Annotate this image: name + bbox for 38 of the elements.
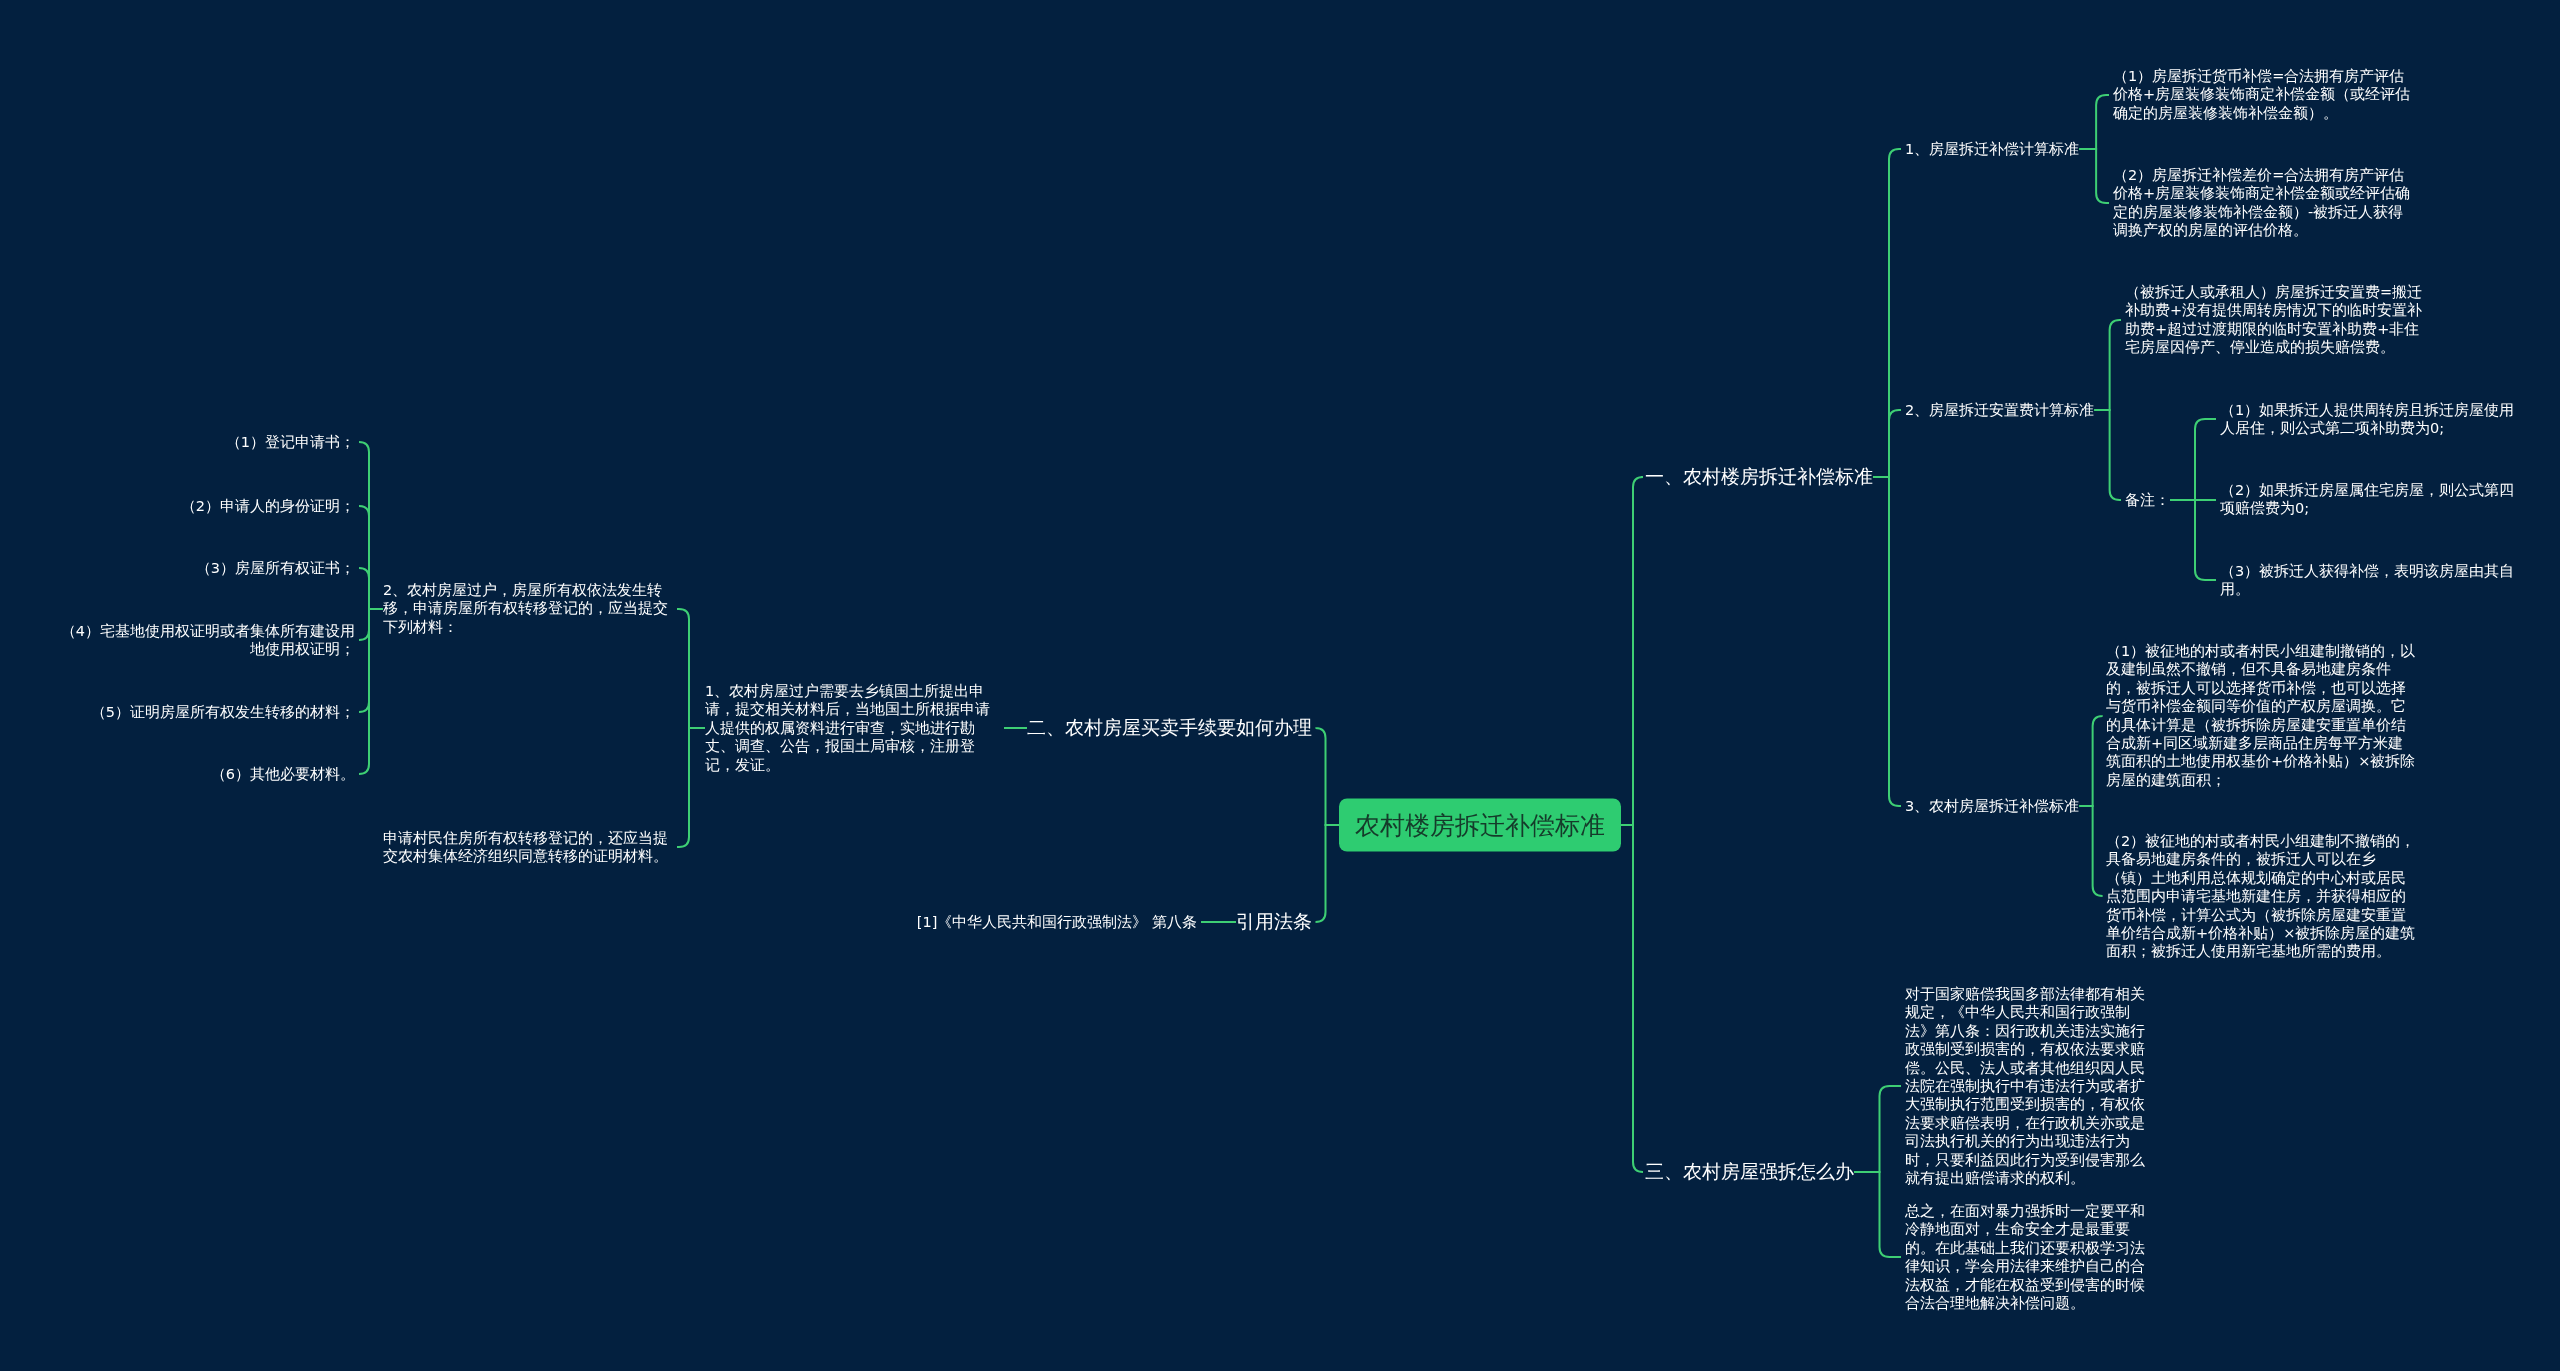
topic-text: 备注： [2125,490,2170,510]
topic-text: （1）如果拆迁人提供周转房且拆迁房屋使用人居住，则公式第二项补助费为0; [2220,400,2520,438]
topic-text: （3）房屋所有权证书； [55,558,355,578]
branch-topic: 一、农村楼房拆迁补偿标准 [1645,465,1873,489]
topic-text: （1）登记申请书； [55,432,355,452]
connector-line [2093,409,2122,501]
topic-text: （被拆迁人或承租人）房屋拆迁安置费=搬迁补助费+没有提供周转房情况下的临时安置补助费+超过过渡期限的临时安置补助费+非住宅房屋因停产、停业造成的损失赔偿费。 [2125,283,2425,357]
topic-text: 对于国家赔偿我国多部法律都有相关规定，《中华人民共和国行政强制法》第八条：因行政机关违法实施行政强制受到损害的，有权依法要求赔偿。公民、法人或者其他组织因人民法院在强制执行中有违法行为或者扩大强制执行范围受到损害的，有权依法要求赔偿表明，在行政机关亦或是司法执行机关的行为出现违法行为时，只要利益因此行为受到侵害那么就有提出赔偿请求的权利。 [1905,984,2155,1188]
connector-line [1200,921,1237,923]
connector-line [1003,727,1028,729]
topic-text: 1、房屋拆迁补偿计算标准 [1905,139,2080,159]
topic-text: （5）证明房屋所有权发生转移的材料； [55,702,355,722]
connector-line [676,727,706,848]
connector-line [1872,476,1902,807]
topic-text: （6）其他必要材料。 [55,764,355,784]
root-topic-box: 农村楼房拆迁补偿标准 [1339,798,1621,852]
topic-text: （2）申请人的身份证明； [55,496,355,516]
topic-text: （2）房屋拆迁补偿差价=合法拥有房产评估价格+房屋装修装饰商定补偿金额或经评估确定的房屋装修装饰补偿金额）-被拆迁人获得调换产权的房屋的评估价格。 [2113,166,2413,240]
topic-text: （1）被征地的村或者村民小组建制撤销的，以及建制虽然不撤销，但不具备易地建房条件的，被拆迁人可以选择货币补偿，也可以选择与货币补偿金额同等价值的产权房屋调换。它的具体计算是（被拆拆除房屋建安重置单价结合成新+同区域新建多层商品住房每平方米建筑面积的土地使用权基价+价格补贴）×被拆除房屋的建筑面积； [2106,642,2416,790]
topic-text: （4）宅基地使用权证明或者集体所有建设用地使用权证明； [55,621,355,659]
topic-text: 1、农村房屋过户需要去乡镇国土所提出申请，提交相关材料后，当地国土所根据申请人提供的权属资料进行审查，实地进行勘丈、调查、公告，报国土局审核，注册登记，发证。 [705,682,1000,774]
branch-topic: 引用法条 [1236,910,1312,934]
topic-text: （2）被征地的村或者村民小组建制不撤销的，具备易地建房条件的，被拆迁人可以在乡（镇）土地利用总体规划确定的中心村或居民点范围内申请宅基地新建住房，并获得相应的货币补偿，计算公式为（被拆除房屋建安重置单价结合成新+价格补贴）×被拆除房屋的建筑面积；被拆迁人使用新宅基地所需的费用。 [2106,831,2416,961]
connector-line [1620,824,1644,1173]
topic-text: （3）被拆迁人获得补偿，表明该房屋由其自用。 [2220,561,2520,599]
topic-text: [1]《中华人民共和国行政强制法》 第八条 [916,912,1197,932]
branch-topic: 二、农村房屋买卖手续要如何办理 [1027,716,1312,740]
connector-line [2078,148,2110,204]
topic-text: 总之，在面对暴力强拆时一定要平和冷静地面对，生命安全才是最重要的。在此基础上我们还要积极学习法律知识，学会用法律来维护自己的合法权益，才能在权益受到侵害的时候合法合理地解决补偿问题。 [1905,1201,2155,1313]
topic-text: （2）如果拆迁房屋属住宅房屋，则公式第四项赔偿费为0; [2220,480,2520,518]
branch-topic: 三、农村房屋强拆怎么办 [1645,1160,1854,1184]
topic-text: 2、房屋拆迁安置费计算标准 [1905,400,2095,420]
connector-line [1314,824,1340,923]
topic-text: 2、农村房屋过户，房屋所有权依法发生转移，申请房屋所有权转移登记的，应当提交下列材料： [383,581,673,637]
topic-text: （1）房屋拆迁货币补偿=合法拥有房产评估价格+房屋装修装饰商定补偿金额（或经评估确定的房屋装修装饰补偿金额）。 [2113,67,2413,123]
topic-text: 申请村民住房所有权转移登记的，还应当提交农村集体经济组织同意转移的证明材料。 [383,828,673,866]
connector-line [2078,805,2104,897]
topic-text: 3、农村房屋拆迁补偿标准 [1905,796,2080,816]
